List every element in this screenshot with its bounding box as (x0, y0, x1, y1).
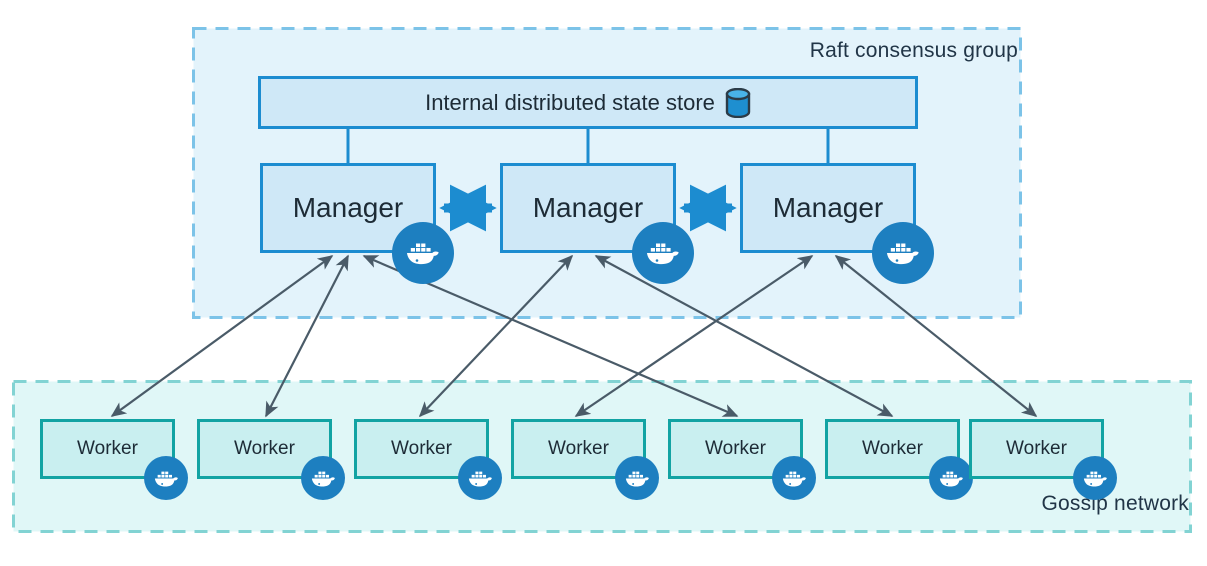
link-manager1-worker1 (110, 255, 334, 417)
worker-label: Worker (548, 438, 609, 459)
docker-whale-glyph (1083, 471, 1107, 487)
worker-label: Worker (234, 438, 295, 459)
worker-node-7[interactable]: Worker (969, 419, 1104, 479)
manager-label: Manager (532, 192, 644, 223)
docker-whale-glyph (782, 471, 806, 487)
link-manager2-worker3 (418, 254, 574, 418)
link-manager3-worker7 (834, 255, 1038, 417)
zone-label-raft: Raft consensus group (809, 39, 1018, 62)
manager-worker-links (110, 254, 1038, 418)
zone-label-gossip: Gossip network (1041, 492, 1189, 515)
docker-whale-glyph (154, 471, 178, 487)
link-manager3-worker4 (574, 255, 814, 417)
docker-whale-icon-worker-7 (1073, 456, 1117, 500)
docker-whale-icon-worker-1 (144, 456, 188, 500)
worker-node-4[interactable]: Worker (511, 419, 646, 479)
docker-whale-glyph (407, 243, 439, 265)
docker-whale-icon-manager-3 (872, 222, 934, 284)
docker-whale-icon-worker-5 (772, 456, 816, 500)
docker-whale-icon-worker-2 (301, 456, 345, 500)
docker-whale-glyph (625, 471, 649, 487)
worker-label: Worker (705, 438, 766, 459)
worker-node-1[interactable]: Worker (40, 419, 175, 479)
docker-whale-glyph (468, 471, 492, 487)
docker-whale-glyph (311, 471, 335, 487)
link-manager2-worker6 (594, 255, 894, 417)
docker-whale-icon-worker-4 (615, 456, 659, 500)
worker-label: Worker (77, 438, 138, 459)
worker-node-6[interactable]: Worker (825, 419, 960, 479)
database-cylinder-icon (725, 87, 751, 118)
docker-whale-icon-manager-2 (632, 222, 694, 284)
link-manager1-worker2 (265, 254, 349, 418)
store-to-manager-connectors (346, 129, 830, 163)
worker-label: Worker (862, 438, 923, 459)
worker-label: Worker (391, 438, 452, 459)
docker-whale-icon-worker-6 (929, 456, 973, 500)
docker-whale-icon-worker-3 (458, 456, 502, 500)
docker-whale-glyph (939, 471, 963, 487)
manager-label: Manager (292, 192, 404, 223)
worker-label: Worker (1006, 438, 1067, 459)
worker-node-2[interactable]: Worker (197, 419, 332, 479)
manager-label: Manager (772, 192, 884, 223)
docker-whale-glyph (887, 243, 919, 265)
internal-state-store-box[interactable]: Internal distributed state store (258, 76, 918, 129)
manager-node-1[interactable]: Manager (260, 163, 436, 253)
state-store-label: Internal distributed state store (425, 89, 715, 115)
docker-whale-icon-manager-1 (392, 222, 454, 284)
docker-whale-glyph (647, 243, 679, 265)
